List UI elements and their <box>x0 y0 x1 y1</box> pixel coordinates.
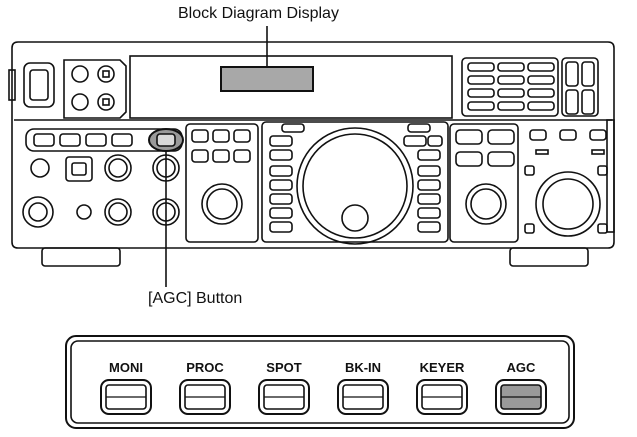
small-knob-3 <box>71 93 89 111</box>
key-label-proc: PROC <box>186 360 224 375</box>
small-knob-panel <box>63 59 127 119</box>
key-spot-button[interactable] <box>258 379 310 415</box>
shift-knob <box>201 183 243 225</box>
memory-button-block <box>461 57 559 117</box>
small-knob-1 <box>71 65 89 83</box>
key-label-agc: AGC <box>507 360 537 375</box>
chassis-outline <box>11 41 615 249</box>
rf-knob <box>152 154 180 182</box>
small-knob-2 <box>97 65 115 83</box>
display-window <box>129 55 453 119</box>
key-label-spot: SPOT <box>266 360 301 375</box>
mic-gain-knob <box>104 198 132 226</box>
clarifier-knob <box>465 183 507 225</box>
left-hinge <box>8 69 16 101</box>
power-switch-inner <box>29 69 49 101</box>
small-knob-4 <box>97 93 115 111</box>
side-handle <box>606 119 615 233</box>
main-tuning-dial <box>296 127 414 245</box>
sub-panel <box>449 123 519 243</box>
left-button-column <box>269 135 293 233</box>
key-label-bk-in: BK-IN <box>345 360 381 375</box>
key-bk-in-button[interactable] <box>337 379 389 415</box>
key-keyer-button[interactable] <box>416 379 468 415</box>
phones-jack <box>30 158 50 178</box>
af-knob <box>104 154 132 182</box>
key-agc-button[interactable] <box>495 379 547 415</box>
key-jack <box>76 204 92 220</box>
button-panel-keys <box>100 379 547 415</box>
mode-switch <box>65 156 93 182</box>
sub-dial <box>535 171 601 237</box>
key-proc-button[interactable] <box>179 379 231 415</box>
power-switch <box>23 62 55 108</box>
button-panel-closeup <box>65 335 575 429</box>
agc-button-chassis <box>156 133 176 147</box>
block-diagram-display <box>220 66 314 92</box>
main-dial-section <box>261 121 449 243</box>
block-diagram-display-label: Block Diagram Display <box>178 5 339 22</box>
key-label-moni: MONI <box>109 360 143 375</box>
band-button-block <box>561 57 599 117</box>
agc-button-label: [AGC] Button <box>148 290 243 307</box>
finger-spin-dimple <box>341 204 369 232</box>
button-panel-labels: MONI PROC SPOT BK-IN KEYER AGC <box>109 360 536 375</box>
right-foot <box>509 247 589 267</box>
dsp-panel <box>185 123 259 243</box>
mic-connector <box>22 196 54 228</box>
power-knob <box>152 198 180 226</box>
key-label-keyer: KEYER <box>420 360 465 375</box>
key-moni-button[interactable] <box>100 379 152 415</box>
left-foot <box>41 247 121 267</box>
right-button-column <box>403 135 443 233</box>
